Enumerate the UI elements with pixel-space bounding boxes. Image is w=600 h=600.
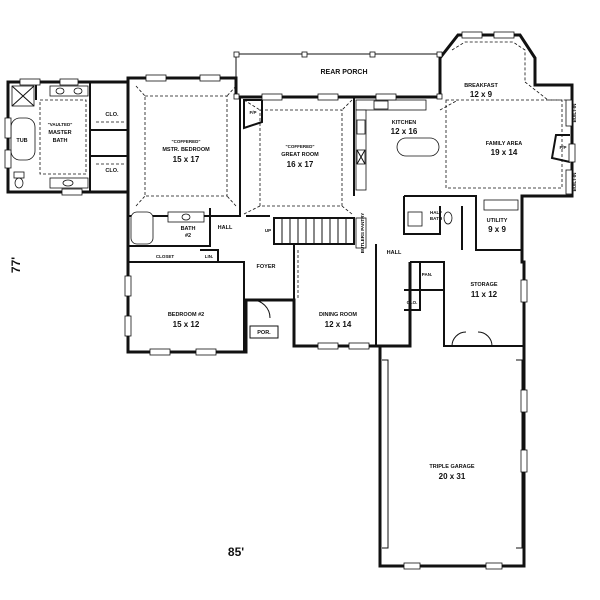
master-bedroom-qualifier: "COFFERED" — [171, 139, 200, 144]
storage-label: STORAGE — [470, 282, 497, 288]
hall-west-label: HALL — [218, 225, 233, 231]
kitchen-label: KITCHEN — [392, 120, 416, 126]
foyer-stairs-dining: BUTLERS PANTRY FOYER POR. DINING ROOM 12… — [249, 213, 377, 346]
service-area: HALF BATH UTILITY 9 x 9 HALL PAN. CLO. — [387, 195, 522, 311]
closet-2-label: CLO. — [105, 168, 119, 174]
exterior-walls — [6, 33, 574, 568]
half-bath-label-2: BATH — [430, 216, 442, 221]
great-room-label: GREAT ROOM — [281, 152, 319, 158]
bedroom-2: CLOSET LIN. BEDROOM #2 15 x 12 — [128, 249, 245, 352]
great-room: F/P "COFFERED" GREAT ROOM 16 x 17 — [243, 97, 355, 217]
master-bedroom-label: MSTR. BEDROOM — [162, 147, 210, 153]
closet-small-label: CLO. — [407, 300, 418, 305]
family-area-label: FAMILY AREA — [486, 141, 522, 147]
overall-depth-label: 77' — [9, 257, 23, 273]
closet-1-label: CLO. — [105, 112, 119, 118]
storage: STORAGE 11 x 12 — [443, 262, 524, 347]
bedroom-2-dims: 15 x 12 — [173, 320, 200, 329]
closet-bedroom-label: CLOSET — [156, 254, 175, 259]
breakfast-dims: 12 x 9 — [470, 90, 493, 99]
great-room-dims: 16 x 17 — [287, 160, 314, 169]
master-bedroom: "COFFERED" MSTR. BEDROOM 15 x 17 — [128, 85, 241, 217]
master-bath-qualifier: "VAULTED" — [48, 122, 73, 127]
rear-porch-label: REAR PORCH — [320, 69, 367, 76]
kitchen: KITCHEN 12 x 16 — [355, 99, 440, 191]
great-room-qualifier: "COFFERED" — [285, 144, 314, 149]
bath-2-area: BATH #2 HALL UP — [128, 208, 271, 247]
fireplace-family-label: F/P — [559, 145, 566, 150]
half-bath-label: HALF — [430, 210, 442, 215]
kitchen-dims: 12 x 16 — [391, 127, 418, 136]
master-bath-area: "VAULTED" MASTER BATH TUB CLO. CLO. — [10, 82, 128, 192]
rear-porch: REAR PORCH — [233, 51, 443, 100]
built-in-bottom-label: BUILT-IN — [572, 173, 577, 192]
hall-east-label: HALL — [387, 250, 402, 256]
tub-label: TUB — [16, 138, 27, 144]
breakfast-family: F/P BUILT-IN BUILT-IN BREAKFAST 12 x 9 F… — [439, 41, 577, 195]
up-label: UP — [265, 228, 271, 233]
triple-garage-label: TRIPLE GARAGE — [429, 464, 475, 470]
master-bath-label-2: BATH — [53, 138, 68, 144]
windows — [4, 31, 576, 570]
family-area-dims: 19 x 14 — [491, 148, 518, 157]
bath-2-label: BATH — [181, 226, 196, 232]
bath-2-number: #2 — [185, 233, 191, 239]
overall-width-label: 85' — [228, 545, 244, 559]
storage-dims: 11 x 12 — [471, 290, 498, 299]
linen-label: LIN. — [205, 254, 214, 259]
dining-room-dims: 12 x 14 — [325, 320, 352, 329]
pantry-label: PAN. — [422, 272, 432, 277]
utility-dims: 9 x 9 — [488, 225, 506, 234]
master-bath-label: MASTER — [48, 130, 71, 136]
built-in-top-label: BUILT-IN — [572, 104, 577, 123]
breakfast-label: BREAKFAST — [464, 83, 498, 89]
foyer-label: FOYER — [257, 264, 276, 270]
bedroom-2-label: BEDROOM #2 — [168, 312, 204, 318]
triple-garage: TRIPLE GARAGE 20 x 31 — [382, 359, 523, 549]
dining-room-label: DINING ROOM — [319, 312, 357, 318]
master-bedroom-dims: 15 x 17 — [173, 155, 200, 164]
butlers-pantry-label: BUTLERS PANTRY — [360, 213, 365, 254]
fireplace-great-label: F/P — [249, 110, 256, 115]
porch-label: POR. — [257, 330, 271, 336]
triple-garage-dims: 20 x 31 — [439, 472, 466, 481]
utility-label: UTILITY — [487, 218, 508, 224]
